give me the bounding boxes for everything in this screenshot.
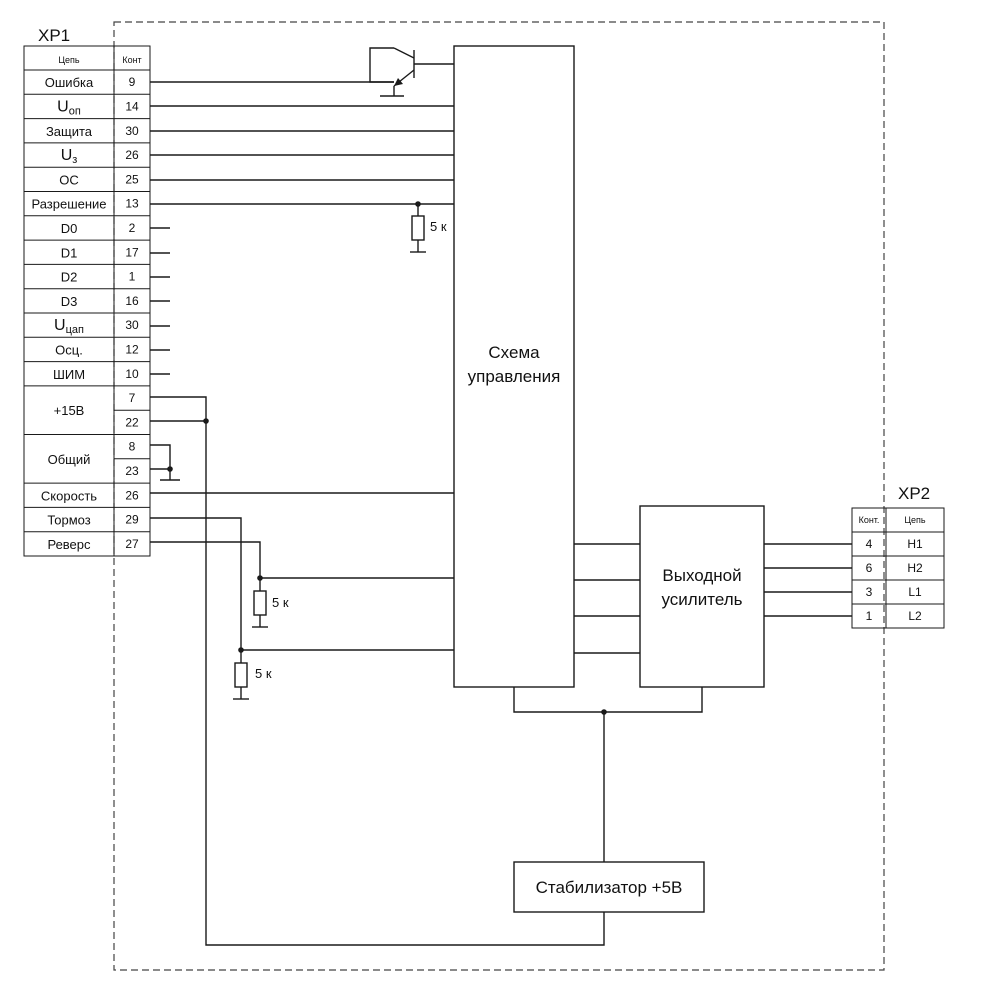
xp1-circuit-name: Скорость xyxy=(41,488,97,503)
xp2-connector-table: XP2 Конт. Цепь 4 H1 6 H2 3 L1 1 L2 xyxy=(851,484,945,629)
xp2-contact-number: 1 xyxy=(866,609,873,623)
xp2-circuit-name: L1 xyxy=(908,585,922,599)
xp1-contact-number: 23 xyxy=(125,464,139,478)
power-wiring xyxy=(150,396,605,946)
xp1-contact-number: 14 xyxy=(125,99,139,113)
xp1-contact-number: 22 xyxy=(125,415,139,429)
junction-plus15 xyxy=(203,418,209,424)
xp1-circuit-name-sub: цап xyxy=(66,324,84,336)
control-circuit-label-line1: Схема xyxy=(488,343,540,362)
xp1-contact-number: 9 xyxy=(129,75,136,89)
xp1-contact-number: 30 xyxy=(125,124,139,138)
xp1-circuit-name: Общий xyxy=(48,452,91,467)
xp2-title: XP2 xyxy=(898,484,930,503)
resistor-reverse xyxy=(253,590,267,616)
xp1-circuit-name-base: U xyxy=(54,317,66,334)
control-circuit-label-line2: управления xyxy=(468,367,561,386)
xp1-circuit-name-sub: оп xyxy=(69,105,81,117)
output-amplifier-label-line1: Выходной xyxy=(662,566,741,585)
control-circuit-block xyxy=(453,45,575,688)
transistor-emitter-arrow xyxy=(394,78,403,86)
wire-common-pin8 xyxy=(150,444,171,480)
resistor-brake-value: 5 к xyxy=(255,666,272,681)
resistor-brake xyxy=(234,662,248,688)
resistor-reverse-value: 5 к xyxy=(272,595,289,610)
xp2-header-contact: Конт. xyxy=(859,515,880,525)
output-amplifier-block xyxy=(639,505,765,688)
xp1-circuit-name: Защита xyxy=(46,124,93,139)
xp2-contact-number: 6 xyxy=(866,561,873,575)
xp1-contact-number: 30 xyxy=(125,318,139,332)
internal-bus xyxy=(574,543,640,654)
xp1-circuit-name: Ошибка xyxy=(45,75,94,90)
xp1-contact-number: 2 xyxy=(129,221,136,235)
xp1-header-contact: Конт xyxy=(122,55,141,65)
wire-plus15-to-stabilizer xyxy=(150,396,605,946)
xp1-circuit-name-base: U xyxy=(61,147,73,164)
xp2-circuit-name: H2 xyxy=(907,561,923,575)
xp1-circuit-name: D3 xyxy=(61,294,78,309)
xp1-circuit-name: Разрешение xyxy=(31,197,106,212)
stabilizer-block xyxy=(513,861,705,913)
xp1-title: XP1 xyxy=(38,26,70,45)
xp1-circuit-name: D0 xyxy=(61,221,78,236)
plus5-rail xyxy=(513,687,703,862)
transistor-collector-wire xyxy=(369,47,394,83)
xp2-header-circuit: Цепь xyxy=(904,515,926,525)
junction-common xyxy=(167,466,173,472)
xp1-contact-number: 8 xyxy=(129,440,136,454)
xp1-circuit-name-sub: з xyxy=(72,154,77,166)
xp1-contact-number: 29 xyxy=(125,513,139,527)
xp2-circuit-name: L2 xyxy=(908,609,922,623)
xp1-circuit-name: D2 xyxy=(61,270,78,285)
xp1-circuit-name: D1 xyxy=(61,245,78,260)
transistor-symbol xyxy=(369,47,454,97)
xp1-contact-number: 12 xyxy=(125,342,139,356)
junction-plus5 xyxy=(601,709,607,715)
xp1-contact-number: 27 xyxy=(125,537,139,551)
output-amplifier-label-line2: усилитель xyxy=(662,590,743,609)
resistor-enable xyxy=(411,215,425,241)
signal-wires xyxy=(150,81,454,494)
xp1-circuit-name: Uцап xyxy=(54,317,84,336)
xp1-contact-number: 16 xyxy=(125,294,139,308)
enable-pulldown: 5 к xyxy=(410,201,447,253)
xp1-circuit-name: Тормоз xyxy=(47,513,90,528)
wire-reverse xyxy=(150,541,454,579)
amplifier-outputs xyxy=(764,543,852,617)
xp1-contact-number: 13 xyxy=(125,197,139,211)
xp1-contact-number: 26 xyxy=(125,148,139,162)
xp1-contact-number: 25 xyxy=(125,172,139,186)
xp1-contact-number: 10 xyxy=(125,367,139,381)
xp1-contact-number: 7 xyxy=(129,391,136,405)
stabilizer-label: Стабилизатор +5В xyxy=(536,878,683,897)
plus5-bus xyxy=(513,687,703,713)
xp2-contact-number: 3 xyxy=(866,585,873,599)
xp1-circuit-name: Uз xyxy=(61,147,78,166)
xp1-circuit-name: Uоп xyxy=(57,98,81,117)
xp2-contact-number: 4 xyxy=(866,537,873,551)
xp2-circuit-name: H1 xyxy=(907,537,923,551)
xp1-contact-number: 1 xyxy=(129,270,136,284)
transistor-collector xyxy=(393,47,415,59)
brake-reverse-wiring: 5 к 5 к xyxy=(150,517,454,700)
xp1-circuit-name: Осц. xyxy=(55,342,83,357)
xp1-contact-number: 17 xyxy=(125,245,139,259)
resistor-enable-value: 5 к xyxy=(430,219,447,234)
xp1-circuit-name: Реверс xyxy=(47,537,91,552)
xp1-circuit-name: +15В xyxy=(54,403,85,418)
xp1-contact-number: 26 xyxy=(125,488,139,502)
xp1-circuit-name: ОС xyxy=(59,172,79,187)
wire-brake xyxy=(150,517,454,651)
xp1-circuit-name: ШИМ xyxy=(53,367,85,382)
xp1-circuit-name-base: U xyxy=(57,98,69,115)
xp1-header-circuit: Цепь xyxy=(58,55,80,65)
